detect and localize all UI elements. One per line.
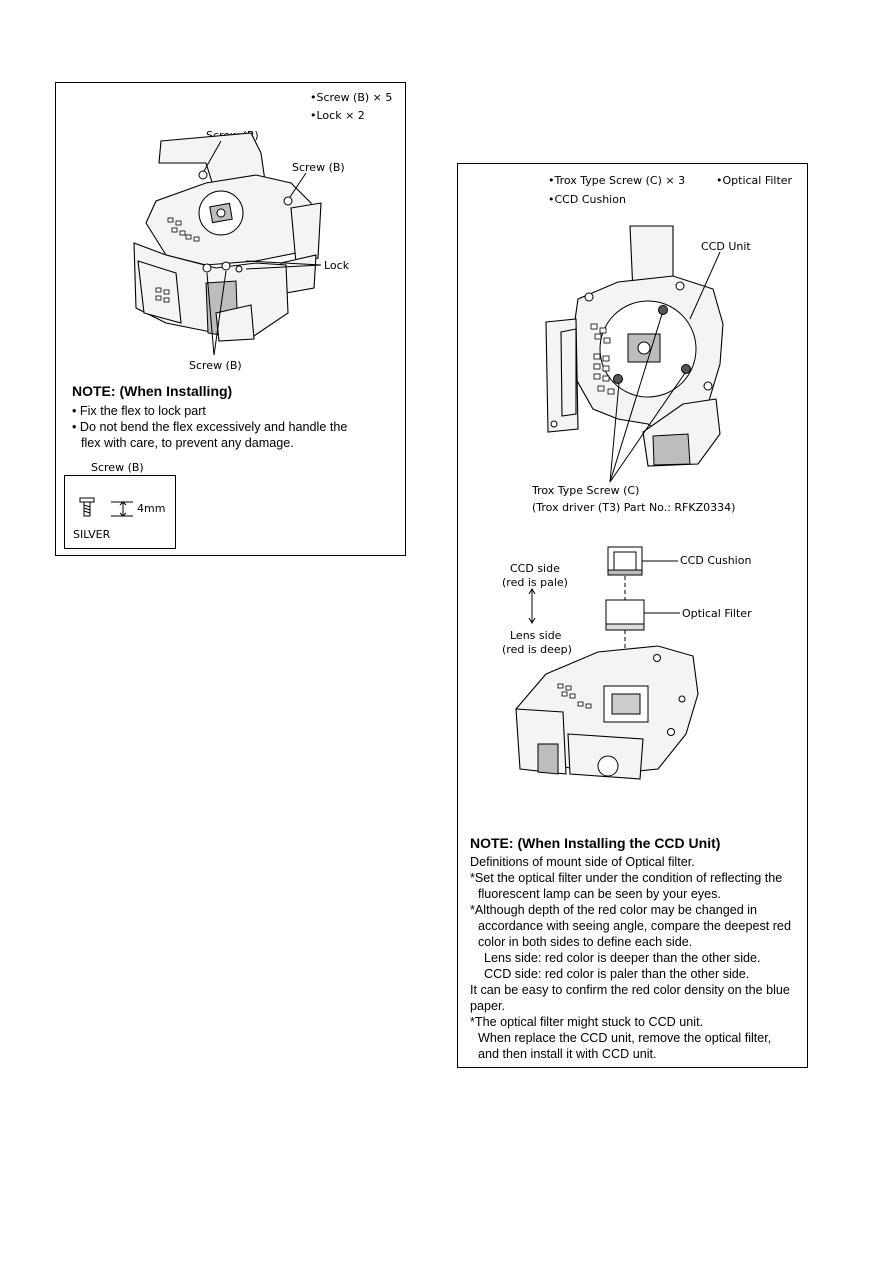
ccd-side-label: CCD side — [510, 562, 560, 575]
tag-screw-b-count: •Screw (B) × 5 — [310, 91, 393, 104]
right-note-line-4: *Although depth of the red color may be … — [470, 903, 758, 917]
right-note-line-10: paper. — [470, 999, 506, 1013]
screw-spec-box: 4mm SILVER — [64, 475, 176, 549]
right-figure-panel: •Trox Type Screw (C) × 3 •Optical Filter… — [457, 163, 808, 1068]
tag-trox-screw-count: •Trox Type Screw (C) × 3 — [548, 174, 686, 187]
callout-lock: Lock — [324, 259, 350, 272]
left-note-line-1: • Fix the flex to lock part — [72, 404, 206, 418]
lens-unit-illustration — [133, 132, 322, 356]
filter-stack-illustration — [515, 546, 699, 780]
left-figure-panel: •Screw (B) × 5 •Lock × 2 Screw (B) Screw… — [55, 82, 406, 556]
left-note-line-3: flex with care, to prevent any damage. — [81, 436, 294, 450]
left-note-line-2: • Do not bend the flex excessively and h… — [72, 420, 348, 434]
right-note-line-11: *The optical filter might stuck to CCD u… — [470, 1015, 704, 1029]
screw-length: 4mm — [137, 502, 166, 515]
tag-optical-filter: •Optical Filter — [716, 174, 793, 187]
screw-finish: SILVER — [73, 528, 111, 541]
right-note-line-2: *Set the optical filter under the condit… — [470, 871, 783, 885]
right-note-line-9: It can be easy to confirm the red color … — [470, 983, 790, 997]
right-note-line-13: and then install it with CCD unit. — [478, 1047, 657, 1061]
right-note-line-5: accordance with seeing angle, compare th… — [478, 919, 791, 933]
lens-side-label: Lens side — [510, 629, 562, 642]
left-note-title: NOTE: (When Installing) — [72, 383, 233, 399]
callout-screw-bottom: Screw (B) — [189, 359, 242, 372]
optical-filter-label: Optical Filter — [682, 607, 752, 620]
ccd-unit-illustration — [545, 225, 724, 483]
trox-screw-label: Trox Type Screw (C) — [532, 484, 640, 497]
trox-driver-part-label: (Trox driver (T3) Part No.: RFKZ0334) — [532, 501, 736, 514]
screw-icon — [79, 497, 133, 517]
right-note-line-1: Definitions of mount side of Optical fil… — [470, 855, 695, 869]
tag-lock-count: •Lock × 2 — [310, 109, 365, 122]
right-note-line-12: When replace the CCD unit, remove the op… — [478, 1031, 772, 1045]
ccd-cushion-label: CCD Cushion — [680, 554, 752, 567]
tag-ccd-cushion: •CCD Cushion — [548, 193, 626, 206]
ccd-unit-label: CCD Unit — [701, 240, 751, 253]
screw-box-title: Screw (B) — [91, 461, 144, 474]
callout-screw-right: Screw (B) — [292, 161, 345, 174]
lens-side-note: (red is deep) — [502, 643, 572, 656]
right-note-line-6: color in both sides to define each side. — [478, 935, 693, 949]
right-note-title: NOTE: (When Installing the CCD Unit) — [470, 835, 721, 851]
right-note-line-7: Lens side: red color is deeper than the … — [484, 951, 761, 965]
right-note-line-8: CCD side: red color is paler than the ot… — [484, 967, 750, 981]
right-note-line-3: fluorescent lamp can be seen by your eye… — [478, 887, 721, 901]
ccd-side-note: (red is pale) — [502, 576, 568, 589]
